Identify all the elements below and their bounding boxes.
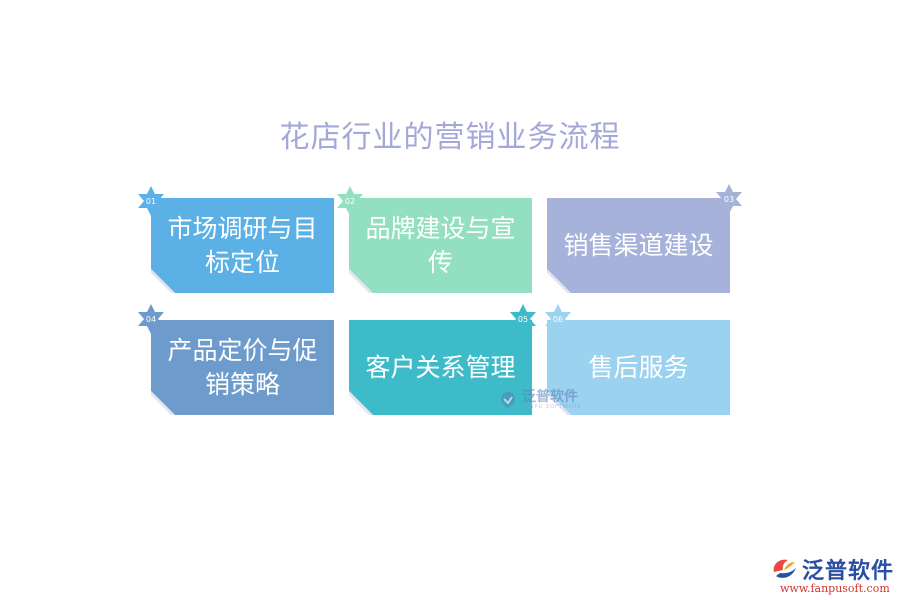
step-number-01: 01 (145, 196, 157, 206)
star-badge-icon (545, 304, 571, 334)
step-badge-03: 03 (714, 184, 744, 214)
step-number-05: 05 (517, 314, 529, 324)
step-number-03: 03 (723, 194, 735, 204)
watermark: 泛普软件 FANPU SOFTWARE (498, 390, 582, 410)
page-fold-icon (349, 269, 373, 293)
step-card-04: 产品定价与促销策略 (151, 320, 334, 415)
step-label-03: 销售渠道建设 (563, 230, 714, 260)
step-label-06: 售后服务 (588, 352, 689, 382)
step-badge-01: 01 (136, 186, 166, 216)
star-badge-icon (510, 304, 536, 334)
page-fold-icon (547, 391, 571, 415)
step-label-01: 市场调研与目标定位 (167, 213, 318, 277)
step-badge-06: 06 (543, 304, 573, 334)
step-card-01: 市场调研与目标定位 (151, 198, 334, 293)
brand-logo-icon (501, 392, 515, 408)
brand-logo-icon (773, 559, 796, 578)
step-label-02: 品牌建设与宣传 (365, 213, 516, 277)
step-number-02: 02 (344, 196, 356, 206)
step-badge-02: 02 (335, 186, 365, 216)
star-badge-icon (716, 184, 742, 214)
star-badge-icon (337, 186, 363, 216)
star-badge-icon (138, 304, 164, 334)
step-badge-05: 05 (508, 304, 538, 334)
watermark-text: 泛普软件 (522, 389, 578, 405)
page-fold-icon (151, 269, 175, 293)
star-badge-icon (138, 186, 164, 216)
step-label-05: 客户关系管理 (365, 352, 516, 382)
step-number-04: 04 (145, 314, 157, 324)
step-badge-04: 04 (136, 304, 166, 334)
page-fold-icon (151, 391, 175, 415)
watermark-subtext: FANPU SOFTWARE (522, 404, 582, 410)
page-fold-icon (349, 391, 373, 415)
page-fold-icon (547, 269, 571, 293)
page-title: 花店行业的营销业务流程 (279, 120, 621, 155)
step-label-04: 产品定价与促销策略 (167, 335, 318, 399)
step-card-02: 品牌建设与宣传 (349, 198, 532, 293)
step-number-06: 06 (552, 314, 564, 324)
brand-logo-text: 泛普软件 (802, 559, 895, 584)
brand-logo: 泛普软件 (770, 553, 894, 585)
step-card-06: 售后服务 (547, 320, 730, 415)
brand-url: www.fanpusoft.com (780, 582, 890, 595)
step-card-03: 销售渠道建设 (547, 198, 730, 293)
